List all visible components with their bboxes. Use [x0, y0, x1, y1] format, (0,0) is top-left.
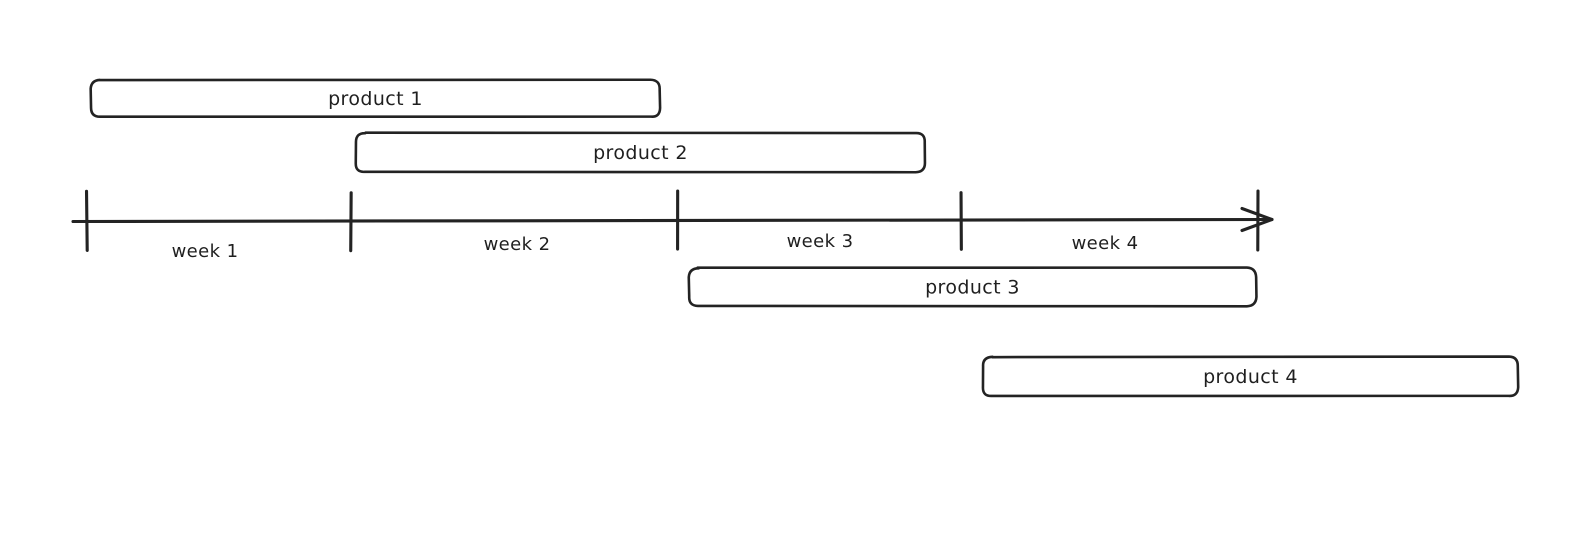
product-bar-rect[interactable] [687, 266, 1258, 308]
product-bar-rect[interactable] [354, 131, 927, 174]
product-bar[interactable]: product 4 [981, 355, 1520, 398]
product-bar[interactable]: product 3 [687, 266, 1258, 308]
product-bar[interactable]: product 2 [354, 131, 927, 174]
product-bar-label: product 1 [328, 88, 423, 110]
axis-week-label: week 2 [484, 234, 551, 255]
axis-week-label: week 3 [787, 231, 854, 252]
axis-arrow-head [1240, 206, 1274, 233]
product-bar-label: product 2 [593, 142, 688, 164]
product-bar-rect[interactable] [981, 355, 1520, 398]
axis-week-label: week 1 [172, 241, 239, 262]
axis-week-label: week 4 [1072, 233, 1139, 254]
axis-ticks-group [84, 189, 1260, 253]
axis-tick [84, 189, 89, 252]
product-bar[interactable]: product 1 [89, 78, 662, 119]
product-bars-group: product 1 product 2 product 3 product 4 [89, 78, 1520, 398]
timeline-axis-group: week 1 week 2 week 3 week 4 [71, 189, 1274, 262]
axis-week-labels-group: week 1 week 2 week 3 week 4 [172, 231, 1139, 262]
product-bar-label: product 3 [925, 277, 1020, 299]
product-bar-label: product 4 [1203, 366, 1298, 388]
axis-line [71, 217, 1274, 224]
product-bar-rect[interactable] [89, 78, 662, 119]
